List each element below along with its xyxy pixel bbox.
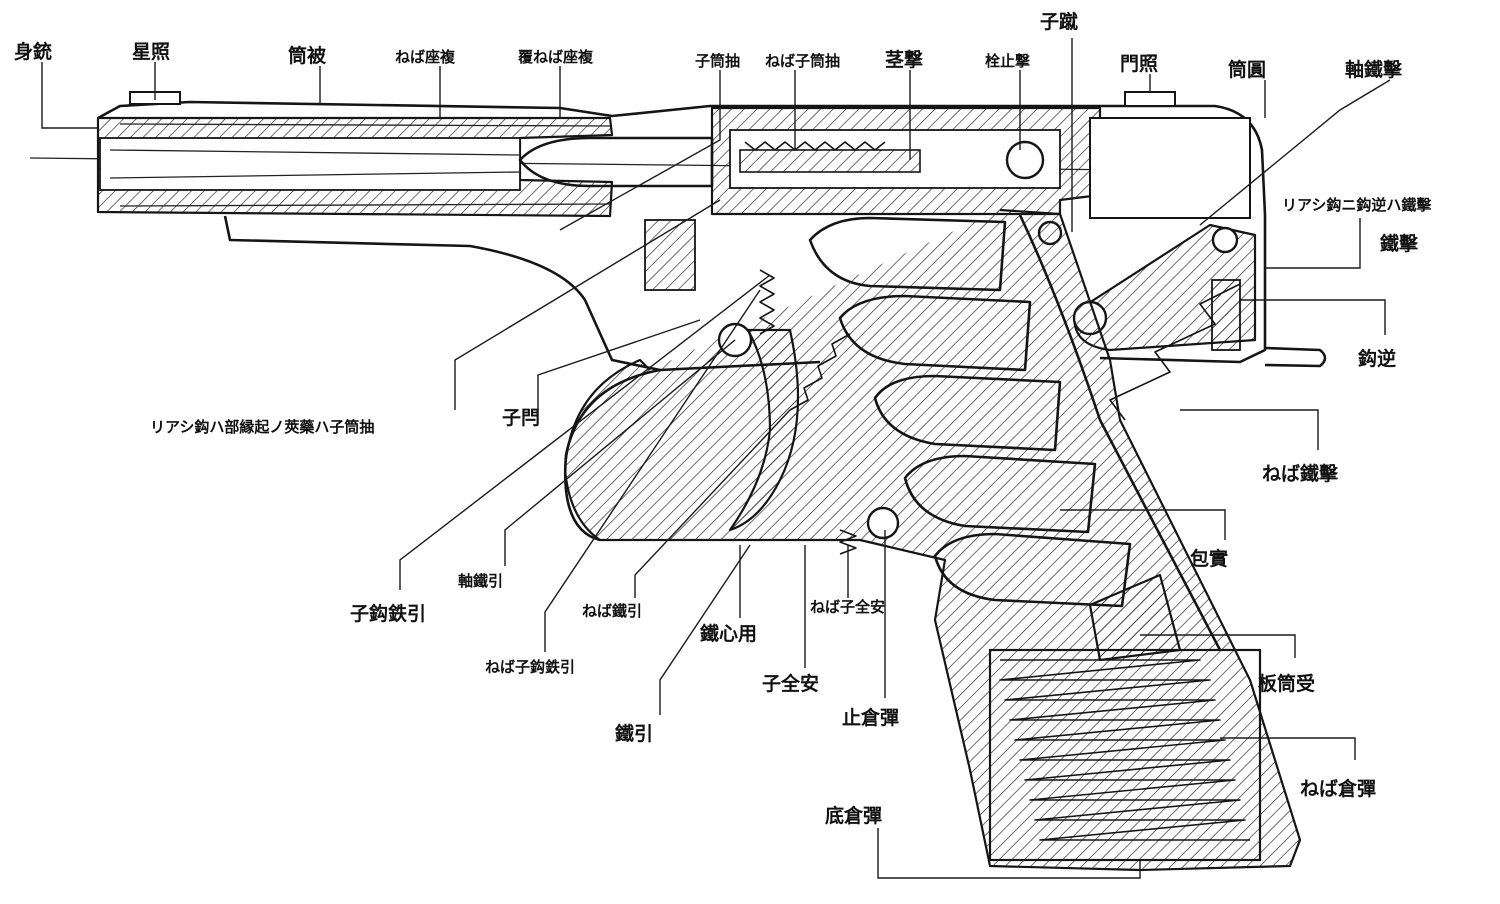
label-breech-cylinder: 筒圓 [1228,58,1266,81]
leader-muzzle [41,62,98,129]
label-ejector: 子蹴 [1040,10,1078,33]
label-hammer-note: リアシ鈎ニ鈎逆ハ鐵擊 [1282,196,1432,214]
chambered-bullet [518,136,714,188]
safety-pin [866,506,900,540]
bore-rifling-line-1 [109,149,521,156]
label-cartridge: 包實 [1190,547,1228,570]
bolt-block [644,219,696,291]
firing-pin-spring [744,141,886,151]
label-magazine-stop: 止倉彈 [842,706,899,729]
leader-hammer-axis [1199,79,1391,226]
bore-rifling-line-2 [109,171,521,179]
leader-follower [1140,634,1296,658]
magazine-cartridges [808,216,1132,608]
trigger-sear-spring [759,269,775,335]
label-trigger-sear: 子鈎鉄引 [350,602,426,625]
trigger-guard [563,360,821,542]
label-magazine-base: 底倉彈 [825,804,882,827]
firing-pin-stop [1005,140,1045,180]
label-hammer-axis: 軸鐵擊 [1345,58,1403,81]
trigger-spring [789,333,851,411]
sear-rod [1264,346,1327,368]
leader-hammer [1265,218,1361,269]
leader-trigger [659,544,751,715]
magazine-spring [999,659,1250,841]
leader-sear [1240,299,1386,335]
label-magazine-spring: ねば倉彈 [1300,777,1376,800]
leader-trigger-sear [399,274,771,590]
leader-trigger-axis [504,339,736,566]
label-safety-spring: ねば子全安 [810,598,885,616]
label-trigger-spring: ねば鐵引 [582,602,642,620]
leader-extractor-note [454,199,721,410]
label-trigger-axis: 軸鐵引 [458,572,503,590]
trigger [728,328,800,532]
label-extractor-spring: ねば子筒抽 [765,52,840,70]
barrel-bore [99,137,521,191]
label-bolt: 子閂 [502,407,540,429]
breech-cylinder [1089,117,1251,219]
label-hammer-spring: ねば鐵擊 [1262,462,1339,485]
label-hammer: 鐵擊 [1380,232,1419,255]
leader-mag-base [877,828,1141,879]
label-extractor-note: リアシ鈎ハ部縁起ノ莢藥ハ子筒抽 [150,418,374,436]
label-barrel-sleeve: 筒被 [288,44,326,67]
safety-spring [839,529,857,555]
pistol-drawing [29,91,1327,872]
rear-sight [1124,91,1176,107]
leader-hammer-spring [1180,409,1319,450]
leader-bolt [537,319,701,410]
label-magazine-follower: 板筒受 [1258,672,1315,695]
leader-trigger-spring [634,409,791,598]
magazine-box [988,648,1262,862]
label-rear-sight: 門照 [1120,53,1158,75]
labels: 身銃 星照 筒被 ねば座複 覆ねば座複 子筒抽 ねば子筒抽 茎撃 栓止撃 子蹴 … [14,10,1432,827]
hammer-pin [1211,226,1239,254]
frame-dust-cover [223,215,661,372]
label-recoil-spring: ねば座複 [395,48,456,66]
label-firing-pin-stop: 栓止撃 [985,52,1030,70]
label-safety: 子全安 [762,672,819,695]
label-extractor: 子筒抽 [695,52,740,70]
leader-extractor [559,70,721,231]
label-trigger-sear-spring: ねば子鈎鉄引 [485,658,575,676]
firing-pin [739,149,921,173]
label-muzzle: 身銃 [14,40,52,63]
leader-trigger-sear-spring [544,289,761,652]
label-trigger-center: 鐵心用 [700,622,757,645]
recoil-spring-coils [119,123,611,207]
slide-outline [97,100,1267,364]
label-recoil-spring-guide: 覆ねば座複 [518,48,594,66]
label-trigger: 鐵引 [615,722,653,745]
label-firing-pin: 茎撃 [885,48,923,71]
leader-cartridge [1060,509,1226,540]
leader-mag-spring [1220,737,1356,760]
label-sear: 鈎逆 [1358,347,1396,370]
grip-inner-line [1018,214,1222,651]
label-front-sight: 星照 [132,41,170,63]
leader-lines [41,38,1391,879]
